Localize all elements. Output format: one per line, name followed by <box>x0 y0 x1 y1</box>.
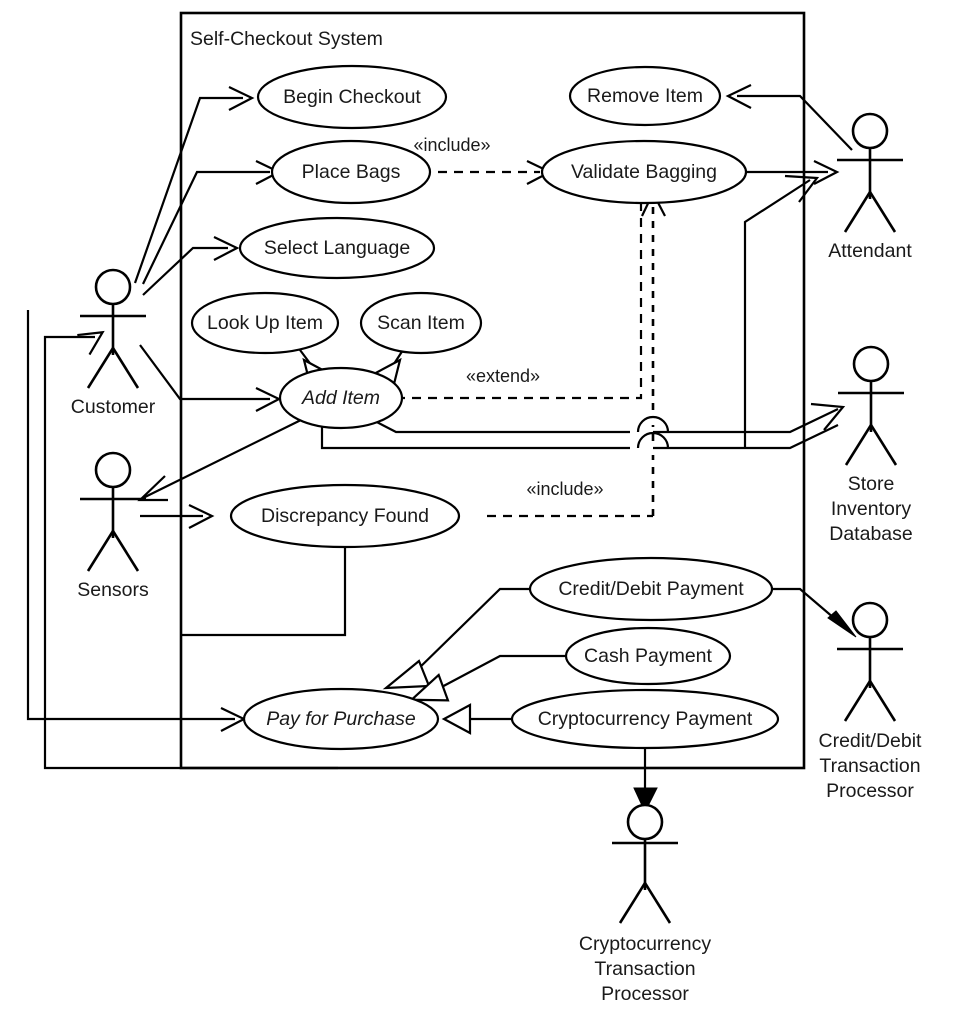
use-case-credit-debit-payment[interactable]: Credit/Debit Payment <box>528 556 774 622</box>
actor-label-crypto-processor-line1: Cryptocurrency <box>579 933 711 955</box>
system-boundary-title: Self-Checkout System <box>190 28 383 50</box>
assoc-attendant-lower-arrow <box>743 174 820 448</box>
actor-cryptocurrency-transaction-processor[interactable]: Cryptocurrency Transaction Processor <box>579 803 711 1005</box>
use-case-remove-item[interactable]: Remove Item <box>568 65 722 127</box>
use-case-label-scan-item: Scan Item <box>377 312 465 334</box>
assoc-validate-bagging-attendant <box>746 160 840 185</box>
actor-label-attendant: Attendant <box>828 240 912 262</box>
use-case-validate-bagging[interactable]: Validate Bagging <box>540 139 748 205</box>
use-case-begin-checkout[interactable]: Begin Checkout <box>256 64 448 130</box>
use-case-look-up-item[interactable]: Look Up Item <box>190 291 340 355</box>
use-case-scan-item[interactable]: Scan Item <box>359 291 483 355</box>
gen-credit-debit-pay <box>382 587 531 690</box>
use-case-label-cash-payment: Cash Payment <box>584 645 712 667</box>
assoc-customer-add-item <box>139 344 282 412</box>
use-case-label-validate-bagging: Validate Bagging <box>571 161 717 183</box>
stereotype-include-bagging: «include» <box>413 135 490 155</box>
gen-cash-pay <box>408 654 566 702</box>
use-case-label-select-language: Select Language <box>264 237 410 259</box>
use-case-cryptocurrency-payment[interactable]: Cryptocurrency Payment <box>510 688 780 750</box>
actor-label-cc-processor-line3: Processor <box>826 780 914 802</box>
use-case-label-begin-checkout: Begin Checkout <box>283 86 421 108</box>
assoc-sensors-discrepancy <box>140 504 215 529</box>
assoc-add-item-inventory <box>370 402 846 434</box>
use-case-add-item[interactable]: Add Item <box>278 366 404 430</box>
use-case-place-bags[interactable]: Place Bags <box>270 139 432 205</box>
dep-discrepancy-include-validate-bagging: «include» <box>487 190 666 518</box>
actor-label-sensors: Sensors <box>77 579 149 601</box>
actor-attendant[interactable]: Attendant <box>828 112 912 262</box>
actor-store-inventory-database[interactable]: Store Inventory Database <box>829 345 913 545</box>
assoc-add-item-attendant <box>320 420 839 450</box>
actor-label-store-inventory-database-line2: Inventory <box>831 498 911 520</box>
assoc-discrepancy-rail <box>181 542 347 637</box>
use-case-pay-for-purchase[interactable]: Pay for Purchase <box>242 687 440 751</box>
use-case-select-language[interactable]: Select Language <box>238 216 436 280</box>
actor-credit-debit-transaction-processor[interactable]: Credit/Debit Transaction Processor <box>819 601 923 802</box>
actor-label-crypto-processor-line2: Transaction <box>594 958 695 980</box>
use-case-label-remove-item: Remove Item <box>587 85 703 107</box>
assoc-crypto-processor <box>633 747 658 814</box>
line-hop-upper <box>636 415 670 433</box>
system-boundary-box <box>179 11 806 770</box>
assoc-customer-select-language <box>142 236 240 296</box>
actor-customer[interactable]: Customer <box>71 268 156 418</box>
use-case-cash-payment[interactable]: Cash Payment <box>564 626 732 686</box>
assoc-add-item-sensors <box>137 418 304 502</box>
use-case-label-add-item: Add Item <box>301 387 380 409</box>
use-case-label-look-up-item: Look Up Item <box>207 312 323 334</box>
actor-label-store-inventory-database-line1: Store <box>848 473 895 495</box>
use-case-label-cryptocurrency-payment: Cryptocurrency Payment <box>538 708 753 730</box>
assoc-customer-pay <box>26 310 247 732</box>
actor-label-crypto-processor-line3: Processor <box>601 983 689 1005</box>
assoc-pay-customer <box>43 330 338 770</box>
use-case-label-credit-debit-payment: Credit/Debit Payment <box>558 578 744 600</box>
actor-label-store-inventory-database-line3: Database <box>829 523 912 545</box>
actor-label-customer: Customer <box>71 396 156 418</box>
assoc-attendant-remove-item <box>725 84 853 151</box>
use-case-discrepancy-found[interactable]: Discrepancy Found <box>229 483 461 549</box>
gen-crypto-pay <box>441 703 513 735</box>
assoc-customer-begin-checkout <box>133 86 255 284</box>
assoc-credit-debit-processor <box>772 587 857 638</box>
use-case-label-place-bags: Place Bags <box>302 161 401 183</box>
stereotype-extend-add-item: «extend» <box>466 366 540 386</box>
use-case-label-pay-for-purchase: Pay for Purchase <box>266 708 416 730</box>
stereotype-include-discrepancy: «include» <box>526 479 603 499</box>
use-case-label-discrepancy-found: Discrepancy Found <box>261 505 429 527</box>
actor-sensors[interactable]: Sensors <box>77 451 149 601</box>
actor-label-cc-processor-line1: Credit/Debit <box>819 730 923 752</box>
line-hop-lower <box>636 431 670 449</box>
actor-label-cc-processor-line2: Transaction <box>819 755 920 777</box>
